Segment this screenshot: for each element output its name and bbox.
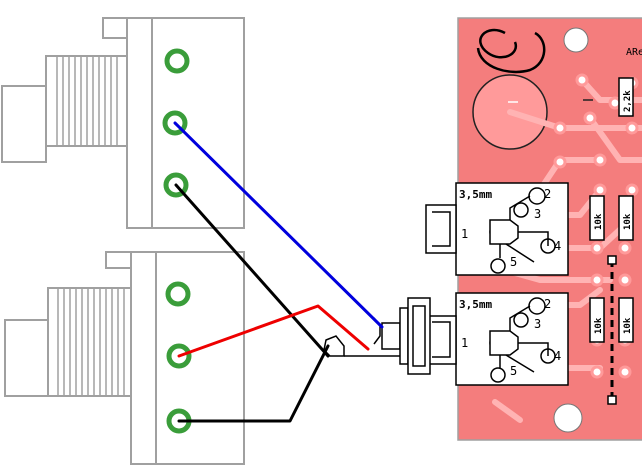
mounting-hole-bottom (553, 403, 583, 433)
wire-black-lower (177, 344, 330, 423)
pcb-jack-1-pin-3: 3 (534, 207, 541, 221)
lower-jack (4, 251, 245, 465)
pcb-jack-1-pin-4: 4 (554, 239, 561, 253)
resistor-4-label: 10k (594, 317, 604, 334)
wire-red (177, 304, 370, 358)
pcb-jack-2: 3,5mm 1 2 3 4 5 (425, 292, 569, 386)
plug-body (407, 297, 431, 375)
pcb-jack-1-socket (425, 204, 457, 254)
lower-jack-pin-1 (165, 281, 191, 307)
pcb-jack-2-size-label: 3,5mm (459, 298, 492, 311)
resistor-2-label: 10k (594, 213, 604, 230)
upper-jack-flange (102, 17, 127, 39)
resistor-5: 10k (618, 297, 634, 343)
pcb-jack-1-size-label: 3,5mm (459, 188, 492, 201)
upper-jack-pin-1 (164, 48, 190, 74)
pcb-top-label: ARe (626, 47, 642, 58)
pcb-jack-1-pin-2: 2 (544, 187, 551, 201)
pcb: ARe 2,2k 10k (425, 17, 642, 441)
resistor-5-label: 10k (623, 317, 633, 334)
pcb-jack-2-pin-3: 3 (534, 317, 541, 331)
resistor-4: 10k (589, 297, 605, 343)
upper-jack-nut (1, 85, 47, 163)
pcb-jack-2-socket (425, 315, 457, 365)
pcb-jack-1-pin-1: 1 (461, 227, 468, 241)
plug-collar (399, 307, 409, 365)
wire-black-upper (174, 183, 330, 358)
upper-jack-thread (56, 56, 118, 146)
plug-shaft (381, 322, 401, 350)
mounting-hole-top (563, 27, 589, 53)
pcb-jack-2-pin-1: 1 (461, 336, 468, 350)
wires (173, 121, 384, 423)
wire-blue (173, 121, 384, 329)
audio-plug (323, 297, 431, 375)
pcb-jack-2-pin-5: 5 (510, 364, 517, 378)
pcb-jack-1-pin-5: 5 (510, 255, 517, 269)
lower-jack-flange (105, 251, 131, 269)
pcb-jack-2-pin-2: 2 (544, 297, 551, 311)
resistor-2: 10k (589, 195, 605, 241)
pcb-jack-1: 3,5mm 1 2 3 4 5 (425, 182, 569, 276)
lower-jack-nut (4, 319, 49, 397)
resistor-3: 10k (618, 195, 634, 241)
upper-jack (1, 17, 245, 229)
pcb-jack-2-pin-4: 4 (554, 349, 561, 363)
resistor-3-label: 10k (623, 213, 633, 230)
resistor-1-label: 2,2k (623, 90, 633, 112)
pcb-trace-pads (553, 73, 639, 379)
lower-jack-thread (57, 288, 125, 396)
resistor-1: 2,2k (618, 77, 634, 117)
hand-drawn-mark (476, 28, 546, 74)
